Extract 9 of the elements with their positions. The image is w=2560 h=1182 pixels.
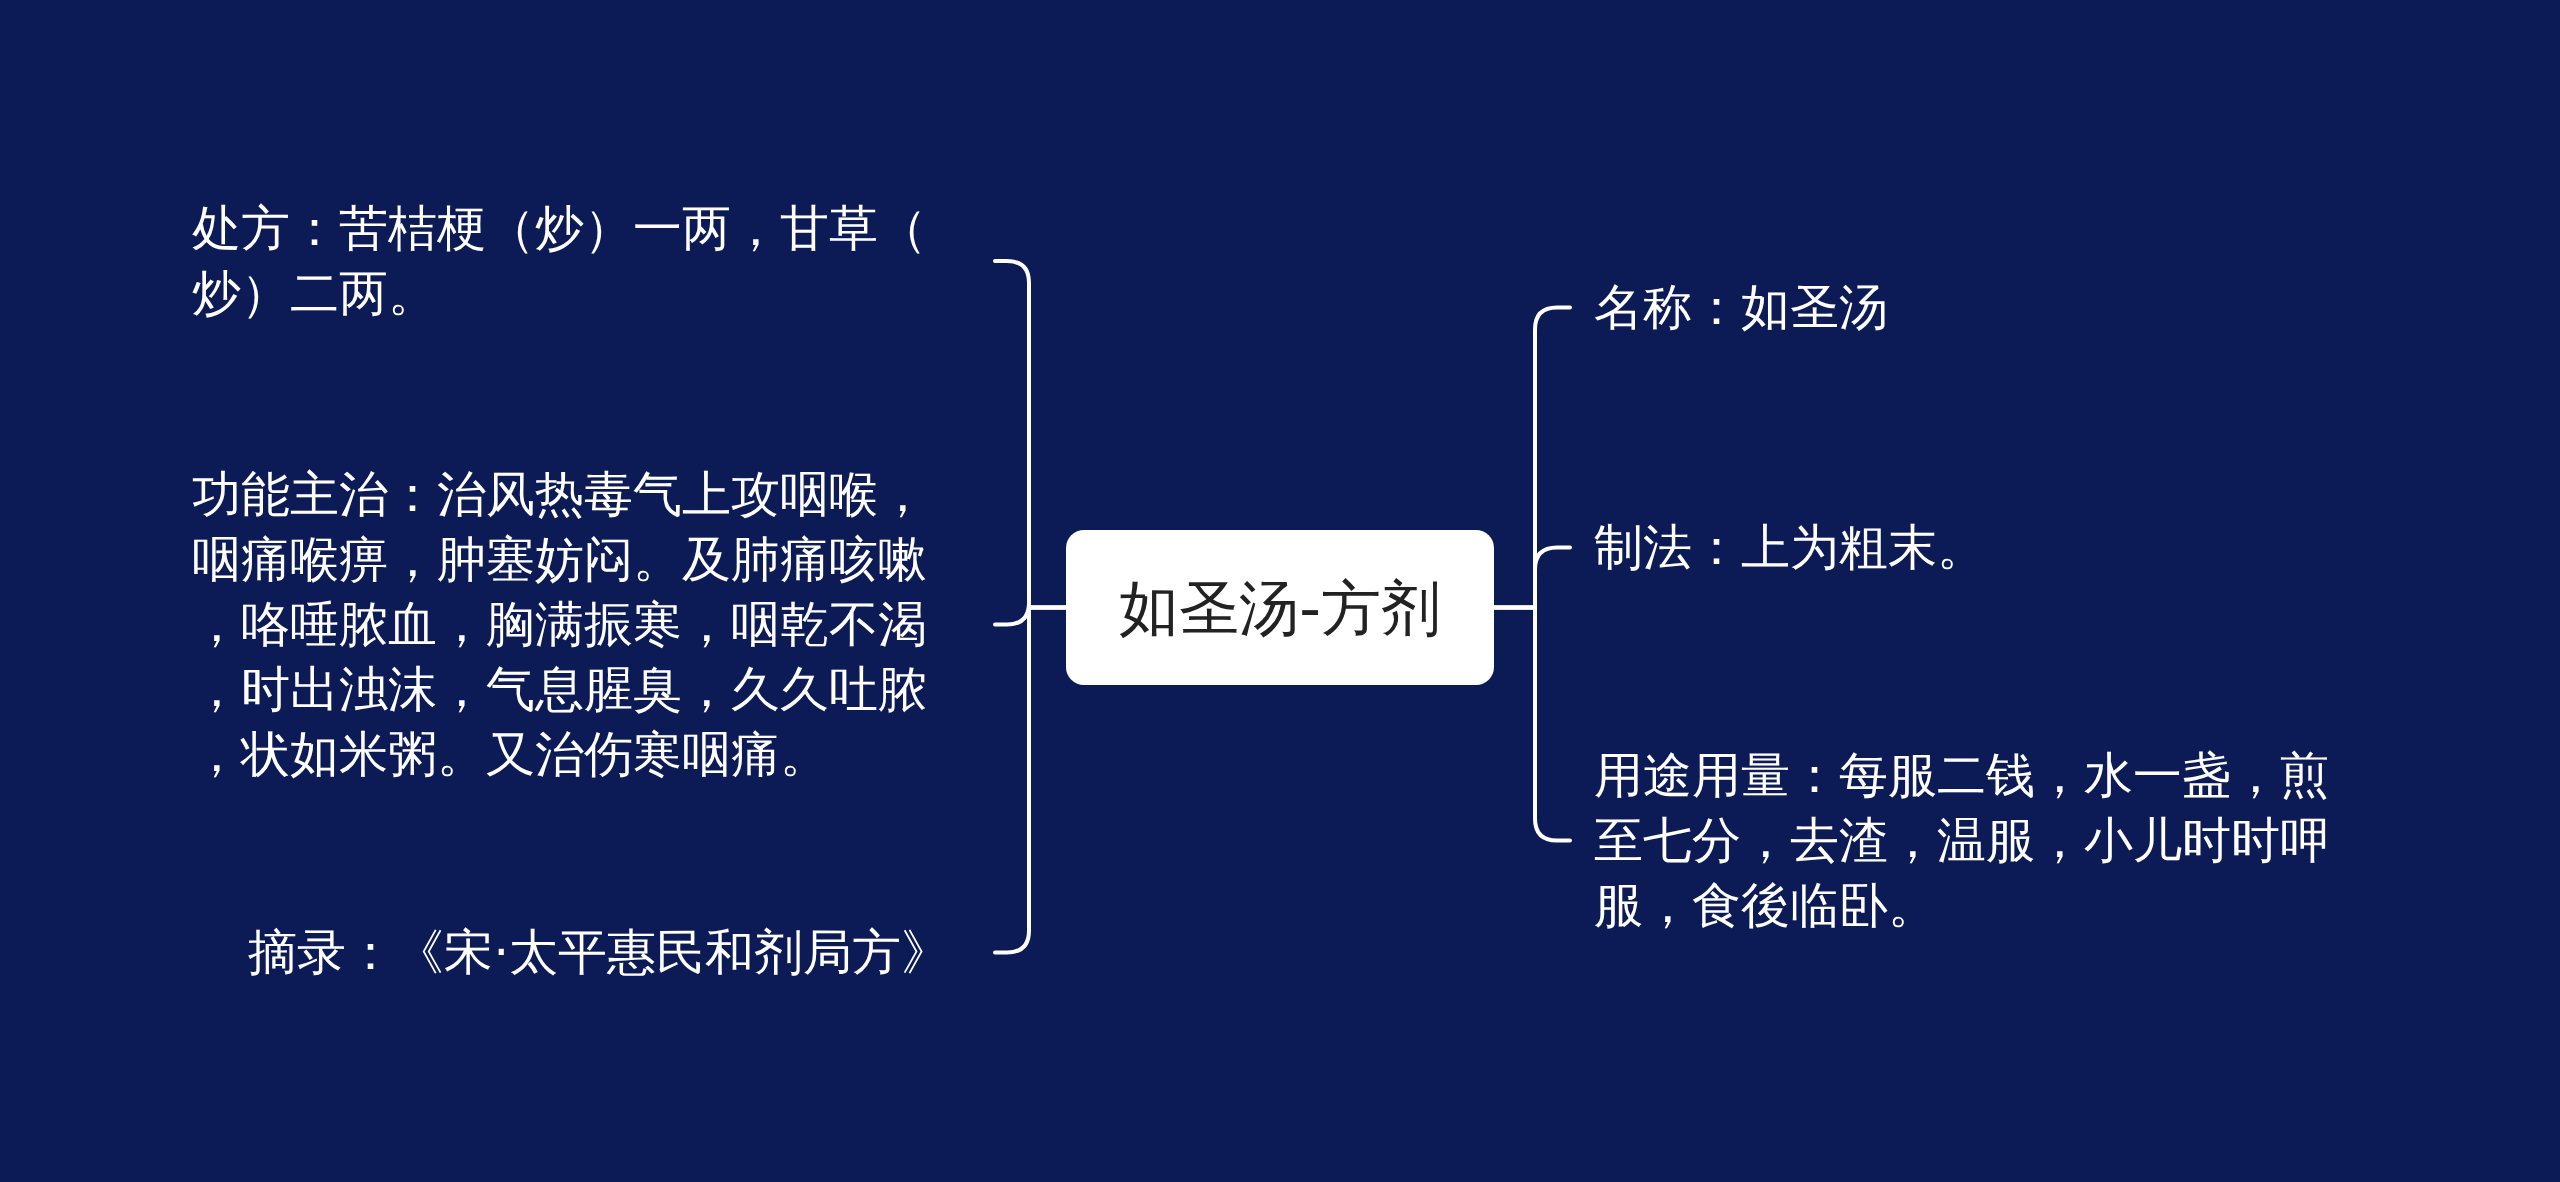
branch-text: 摘录：《宋·太平惠民和剂局方》 bbox=[170, 920, 995, 985]
connector-line bbox=[993, 605, 1068, 955]
branch-text: 名称：如圣汤 bbox=[1570, 275, 2390, 340]
branch-text: 制法：上为粗末。 bbox=[1570, 515, 2390, 580]
topic-box: 如圣汤-方剂 bbox=[1066, 530, 1494, 685]
branch-text: 功能主治：治风热毒气上攻咽喉，咽痛喉痹，肿塞妨闷。及肺痛咳嗽，咯唾脓血，胸满振寒，咽乾不渴，时出浊沫，气息腥臭，久久吐脓，状如米粥。又治伤寒咽痛。 bbox=[170, 462, 995, 787]
branch-text: 用途用量：每服二钱，水一盏，煎至七分，去渣，温服，小儿时时呷服，食後临卧。 bbox=[1570, 743, 2390, 938]
connector-line bbox=[1492, 605, 1572, 843]
branch-text: 处方：苦桔梗（炒）一两，甘草（炒）二两。 bbox=[170, 196, 995, 326]
